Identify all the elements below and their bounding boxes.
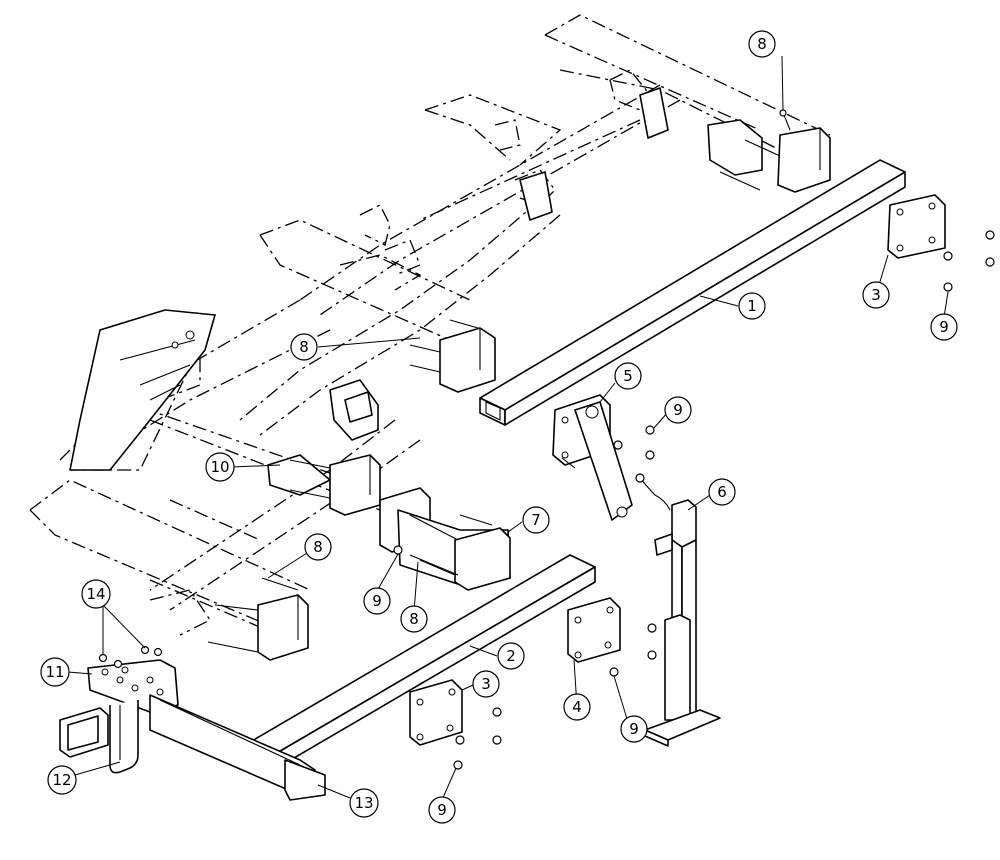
callout-label: 3 xyxy=(481,675,491,693)
callout-label: 9 xyxy=(372,592,382,610)
callout-3-upper: 3 xyxy=(862,281,890,309)
callout-7: 7 xyxy=(522,506,550,534)
callout-label: 9 xyxy=(629,720,639,738)
callout-label: 8 xyxy=(409,610,419,628)
u-bolt xyxy=(109,700,139,774)
callout-8-left: 8 xyxy=(304,533,332,561)
callout-9-lower-right: 9 xyxy=(620,715,648,743)
callout-label: 14 xyxy=(86,585,105,603)
frame-brackets xyxy=(69,87,763,496)
callout-label: 4 xyxy=(572,698,582,716)
callout-label: 9 xyxy=(437,801,447,819)
callout-label: 9 xyxy=(939,318,949,336)
callout-9-center: 9 xyxy=(363,587,391,615)
jack xyxy=(635,473,721,747)
callout-label: 1 xyxy=(747,297,757,315)
callout-2: 2 xyxy=(497,642,525,670)
callout-label: 10 xyxy=(210,458,229,476)
callout-13: 13 xyxy=(349,788,379,818)
callout-label: 9 xyxy=(673,401,683,419)
callout-label: 2 xyxy=(506,647,516,665)
callout-label: 11 xyxy=(45,663,64,681)
callout-9-upper-right: 9 xyxy=(930,313,958,341)
callout-3-lower: 3 xyxy=(472,670,500,698)
callout-4: 4 xyxy=(563,693,591,721)
callout-label: 6 xyxy=(717,483,727,501)
nuts xyxy=(98,230,995,770)
callout-14: 14 xyxy=(81,579,111,609)
callout-11: 11 xyxy=(40,657,70,687)
callout-label: 8 xyxy=(313,538,323,556)
callout-5: 5 xyxy=(614,362,642,390)
callout-9-bottom: 9 xyxy=(428,796,456,824)
toolbar-1 xyxy=(479,159,906,426)
callout-8-top: 8 xyxy=(748,30,776,58)
callout-label: 8 xyxy=(299,338,309,356)
callout-8-mid: 8 xyxy=(290,333,318,361)
callout-10: 10 xyxy=(205,452,235,482)
callout-label: 12 xyxy=(52,771,71,789)
callout-9-jack-plate: 9 xyxy=(664,396,692,424)
callout-12: 12 xyxy=(47,765,77,795)
bolts xyxy=(207,109,791,653)
hitch-extension xyxy=(149,694,326,801)
callout-1: 1 xyxy=(738,292,766,320)
callout-label: 7 xyxy=(531,511,541,529)
callout-6: 6 xyxy=(708,478,736,506)
callout-label: 13 xyxy=(354,794,373,812)
callout-label: 5 xyxy=(623,367,633,385)
leader-lines xyxy=(67,55,949,801)
jack-mount-arm xyxy=(561,401,633,521)
callout-label: 8 xyxy=(757,35,767,53)
callout-label: 3 xyxy=(871,286,881,304)
callout-8-center: 8 xyxy=(400,605,428,633)
